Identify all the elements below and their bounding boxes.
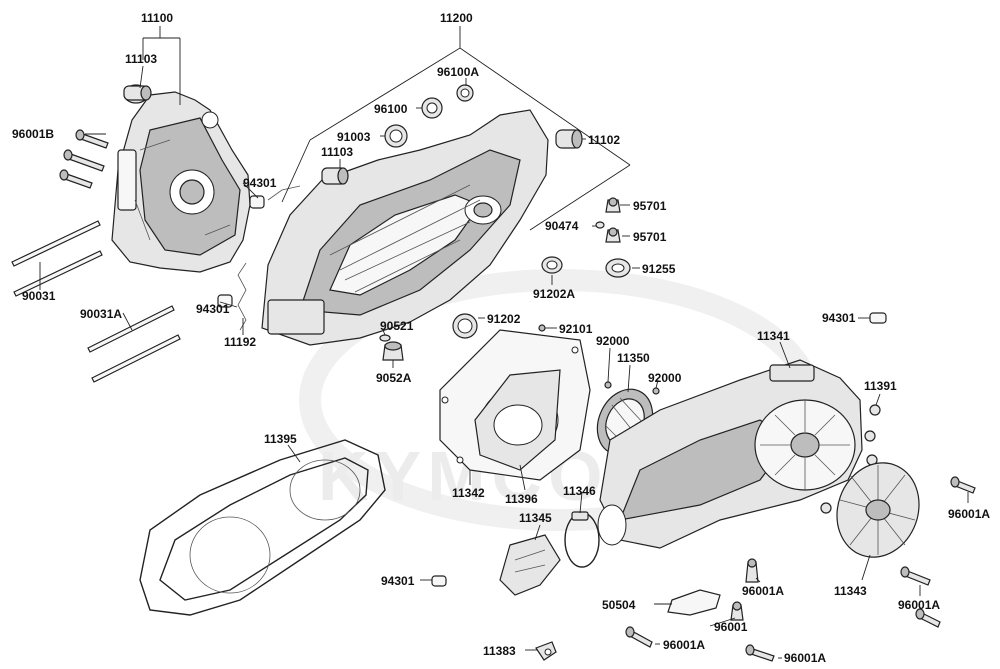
label-95701-b: 95701 (633, 230, 667, 244)
clamp-11346 (564, 511, 600, 568)
label-90031A: 90031A (80, 307, 122, 321)
label-96001B: 96001B (12, 127, 54, 141)
label-91255: 91255 (642, 262, 676, 276)
dowel-pin-94301-b (217, 294, 233, 308)
bolts-96001B (59, 129, 109, 189)
bushing-11103-right (321, 167, 349, 185)
seal-91255 (605, 258, 631, 278)
label-11346: 11346 (563, 484, 596, 498)
bolt-96001 (730, 601, 744, 621)
nuts-11391 (820, 404, 881, 514)
label-94301-b: 94301 (196, 302, 230, 316)
label-11343: 11343 (834, 584, 867, 598)
part-labels: 11100 11103 96001B 90031 90031A 94301 94… (12, 11, 990, 665)
label-11200: 11200 (440, 11, 473, 25)
fan-cover-11343 (836, 462, 920, 558)
bolt-96001A-e (915, 608, 941, 628)
label-11342: 11342 (452, 486, 485, 500)
spring-11192 (237, 185, 301, 331)
label-11383: 11383 (483, 644, 516, 658)
bushing-11102 (555, 129, 583, 149)
washer-90474 (595, 221, 605, 229)
label-92000-b: 92000 (648, 371, 682, 385)
right-crankcase (261, 109, 549, 346)
label-11341: 11341 (757, 329, 790, 343)
bracket-50504 (667, 589, 721, 616)
leader-lines (39, 26, 969, 659)
dowel-pins-92101 (538, 324, 546, 332)
label-11396: 11396 (505, 492, 538, 506)
bearing-96100 (421, 97, 443, 119)
bearing-96100A (456, 84, 474, 102)
seal-91202A (541, 256, 563, 274)
dowel-pin-92000-a (604, 381, 612, 389)
bolt-96001A-a (950, 476, 976, 494)
dowel-pin-94301-c (869, 312, 887, 324)
bolt-96001A-c (900, 566, 931, 586)
label-96001A-e: 96001A (784, 651, 826, 665)
label-11102: 11102 (588, 133, 620, 147)
label-11100: 11100 (141, 11, 173, 25)
studs-90031 (11, 220, 103, 297)
washer-90521 (379, 334, 391, 342)
label-96001A-a: 96001A (948, 507, 990, 521)
label-11192: 11192 (224, 335, 256, 349)
label-11350: 11350 (617, 351, 650, 365)
label-9052A: 9052A (376, 371, 412, 385)
label-50504: 50504 (602, 598, 636, 612)
label-11103-right: 11103 (321, 145, 353, 159)
label-96001A-d: 96001A (663, 638, 705, 652)
label-91202A: 91202A (533, 287, 575, 301)
label-96001: 96001 (714, 620, 748, 634)
bushing-11103-left (123, 84, 152, 104)
label-90521: 90521 (380, 319, 414, 333)
label-91003: 91003 (337, 130, 371, 144)
bolt-95701-a (605, 197, 621, 213)
hose-clip-11383 (535, 641, 557, 661)
label-94301-d: 94301 (381, 574, 415, 588)
label-11395: 11395 (264, 432, 297, 446)
bolt-96001A-f (745, 644, 775, 662)
label-91202: 91202 (487, 312, 521, 326)
label-90474: 90474 (545, 219, 579, 233)
label-94301-c: 94301 (822, 311, 856, 325)
seal-91003 (384, 124, 408, 148)
label-96001A-c: 96001A (898, 598, 940, 612)
label-90031: 90031 (22, 289, 56, 303)
outer-cover-11341 (597, 359, 863, 549)
bolt-95701-b (605, 227, 621, 243)
seal-91202 (452, 313, 478, 339)
label-11103-left: 11103 (125, 52, 157, 66)
dowel-pin-94301-d (431, 575, 447, 587)
label-11391: 11391 (864, 379, 897, 393)
label-92101: 92101 (559, 322, 593, 336)
dowel-pin-92000-b (652, 387, 660, 395)
drain-bolt-9052A (382, 341, 404, 361)
gasket-11396 (474, 369, 561, 471)
left-crankcase (111, 91, 251, 273)
label-96100: 96100 (374, 102, 408, 116)
label-94301-a: 94301 (243, 176, 277, 190)
gasket-11395 (139, 439, 386, 616)
label-96100A: 96100A (437, 65, 479, 79)
duct-11345 (499, 534, 561, 596)
label-92000-a: 92000 (596, 334, 630, 348)
label-11345: 11345 (519, 511, 552, 525)
dowel-pin-94301-a (249, 195, 265, 209)
bolt-96001A-b (745, 558, 759, 583)
bolt-96001A-d (625, 626, 653, 648)
label-96001A-b: 96001A (742, 584, 784, 598)
label-95701-a: 95701 (633, 199, 667, 213)
